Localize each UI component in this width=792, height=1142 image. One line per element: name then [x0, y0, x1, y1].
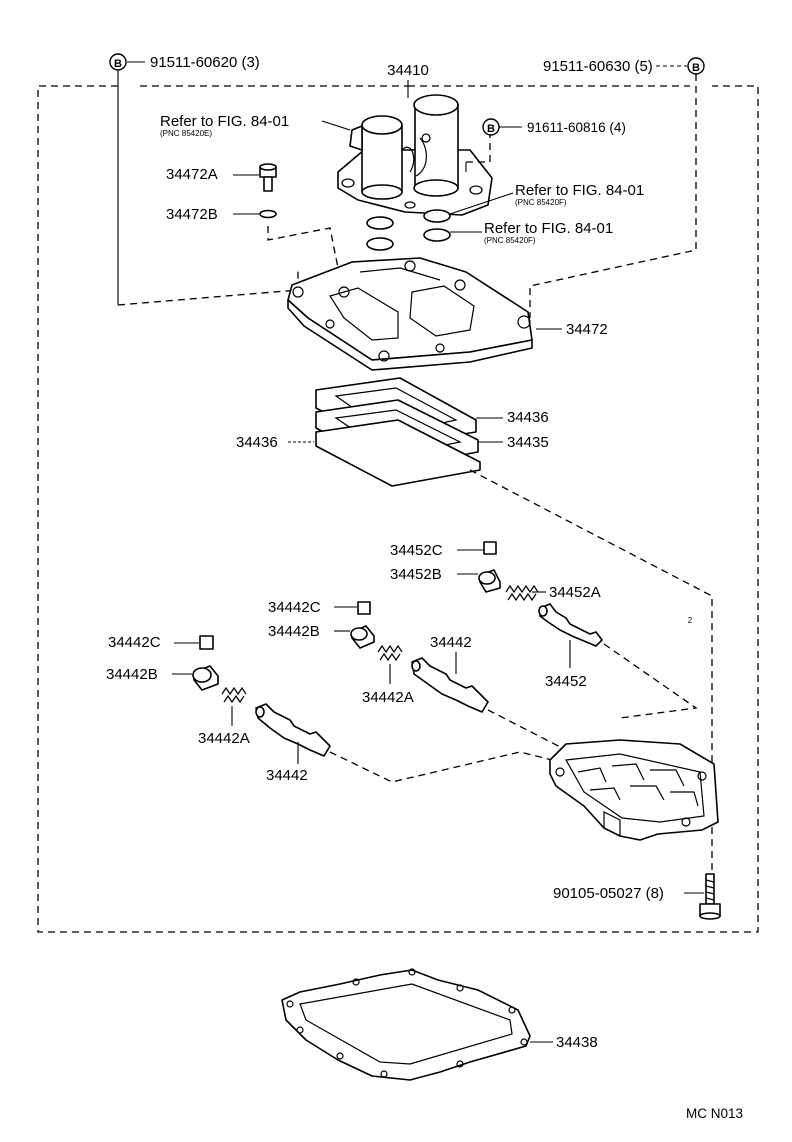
- reference-1-pnc: (PNC 85420E): [160, 129, 212, 138]
- reference-2-text: Refer to FIG. 84-01: [515, 182, 644, 199]
- plug-34442C-mid: 34442C: [268, 599, 371, 616]
- assembly-label: 34410: [387, 62, 429, 79]
- label-34472A: 34472A: [166, 166, 218, 183]
- solenoid-assembly: [337, 94, 493, 216]
- reference-1: Refer to FIG. 84-01 (PNC 85420E): [160, 113, 351, 138]
- label-34442B-mid: 34442B: [268, 623, 320, 640]
- valve-34452: 34452: [538, 603, 603, 690]
- plug-34442B-mid: 34442B: [268, 623, 375, 649]
- label-34442-left: 34442: [266, 767, 308, 784]
- bolt-callout-right: 91511-60630 (5) B: [529, 57, 705, 318]
- reference-3: Refer to FIG. 84-01 (PNC 85420F): [450, 220, 613, 245]
- label-34472B: 34472B: [166, 206, 218, 223]
- label-34435: 34435: [507, 434, 549, 451]
- reference-1-text: Refer to FIG. 84-01: [160, 113, 289, 130]
- bolt-label-solenoid: 91611-60816 (4): [527, 120, 626, 135]
- plug-34452C: 34452C: [390, 541, 497, 559]
- bolt-badge-solenoid-text: B: [487, 123, 495, 135]
- valve-34442-mid: 34442: [411, 634, 489, 713]
- spring-34442A-mid: 34442A: [362, 644, 414, 706]
- label-34442C-left: 34442C: [108, 634, 161, 651]
- bolt-34472A: 34472A: [166, 163, 277, 192]
- label-34452: 34452: [545, 673, 587, 690]
- label-34436-lower: 34436: [236, 434, 278, 451]
- bolt-90105-05027: 90105-05027 (8): [553, 873, 721, 920]
- label-34452B: 34452B: [390, 566, 442, 583]
- gasket-34438: 34438: [281, 968, 598, 1081]
- label-34442C-mid: 34442C: [268, 599, 321, 616]
- label-34452A: 34452A: [549, 584, 601, 601]
- figure-code: MC N013: [686, 1106, 743, 1121]
- assembly-boundary: [37, 85, 759, 933]
- solenoid-bolt-callout: B 91611-60816 (4): [465, 118, 626, 172]
- plug-34442C-left: 34442C: [108, 634, 214, 651]
- plug-34442B-left: 34442B: [106, 665, 219, 691]
- upper-valve-body-34472: 34472: [287, 257, 608, 371]
- o-rings: [366, 209, 451, 251]
- bolt-badge-right-text: B: [692, 62, 700, 74]
- bolt-label-right: 91511-60630 (5): [543, 58, 653, 75]
- reference-2-pnc: (PNC 85420F): [515, 198, 567, 207]
- reference-3-pnc: (PNC 85420F): [484, 236, 536, 245]
- gasket-34436-lower: 34436: [236, 419, 481, 487]
- label-34452C: 34452C: [390, 542, 443, 559]
- spring-34442A-left: 34442A: [198, 686, 250, 747]
- small-mark: 2: [688, 616, 693, 625]
- reference-3-text: Refer to FIG. 84-01: [484, 220, 613, 237]
- bolt-badge-left: [109, 53, 127, 71]
- label-34436-upper: 34436: [507, 409, 549, 426]
- label-bolt-bottom: 90105-05027 (8): [553, 885, 664, 902]
- spring-34452A: 34452A: [505, 584, 601, 602]
- label-34442A-mid: 34442A: [362, 689, 414, 706]
- label-34438: 34438: [556, 1034, 598, 1051]
- plug-34452B: 34452B: [390, 566, 501, 593]
- valve-34442-left: 34442: [255, 703, 331, 784]
- reference-2: Refer to FIG. 84-01 (PNC 85420F): [449, 182, 644, 215]
- lower-valve-body: [549, 739, 719, 841]
- washer-34472B: 34472B: [166, 206, 339, 269]
- label-34442A-left: 34442A: [198, 730, 250, 747]
- bolt-badge-left-text: B: [114, 58, 122, 70]
- label-34442B-left: 34442B: [106, 666, 158, 683]
- label-34472: 34472: [566, 321, 608, 338]
- bolt-label-left: 91511-60620 (3): [150, 54, 260, 71]
- bolt-callout-left: B 91511-60620 (3): [109, 53, 260, 305]
- label-34442-mid: 34442: [430, 634, 472, 651]
